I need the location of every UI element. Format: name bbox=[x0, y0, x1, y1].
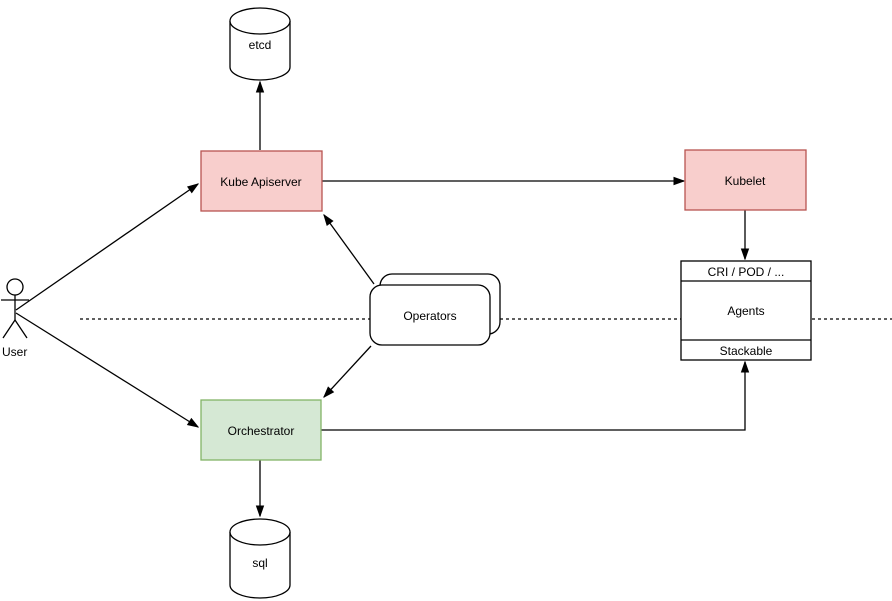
agents-header-label: CRI / POD / ... bbox=[708, 265, 785, 279]
agents-box bbox=[680, 260, 812, 361]
node-kube-apiserver[interactable]: Kube Apiserver bbox=[200, 150, 323, 212]
edge-user-to-kube-apiserver bbox=[15, 184, 198, 311]
sql-label: sql bbox=[252, 556, 267, 570]
edge-operators-to-kube-apiserver bbox=[324, 215, 375, 285]
edge-orchestrator-to-stackable bbox=[321, 362, 745, 431]
sql-cylinder-body bbox=[229, 532, 291, 599]
edge-user-to-orchestrator bbox=[15, 312, 198, 427]
node-sql[interactable]: sql bbox=[229, 518, 291, 599]
agents-label: Agents bbox=[727, 304, 764, 318]
orchestrator-box bbox=[200, 399, 322, 461]
operators-label: Operators bbox=[403, 309, 456, 323]
etcd-label: etcd bbox=[249, 38, 272, 52]
etcd-cylinder-body bbox=[229, 21, 291, 81]
node-agents[interactable]: CRI / POD / ... Agents Stackable bbox=[680, 260, 812, 361]
user-label: User bbox=[2, 345, 27, 359]
etcd-cylinder-top bbox=[229, 7, 291, 35]
operators-front-card bbox=[369, 284, 491, 346]
kubelet-box bbox=[684, 149, 807, 211]
node-etcd[interactable]: etcd bbox=[229, 7, 291, 81]
edges-layer bbox=[15, 82, 745, 516]
node-operators[interactable]: Operators bbox=[369, 273, 501, 346]
node-user[interactable]: User bbox=[1, 278, 29, 359]
agents-footer-label: Stackable bbox=[720, 344, 773, 358]
user-actor-legs bbox=[2, 319, 28, 339]
node-orchestrator[interactable]: Orchestrator bbox=[200, 399, 322, 461]
sql-cylinder-top bbox=[229, 518, 291, 546]
node-kubelet[interactable]: Kubelet bbox=[684, 149, 807, 211]
kubelet-label: Kubelet bbox=[725, 174, 766, 188]
edge-operators-to-orchestrator bbox=[324, 345, 372, 397]
kube-apiserver-label: Kube Apiserver bbox=[220, 175, 301, 189]
user-actor-head bbox=[6, 278, 24, 296]
kube-apiserver-box bbox=[200, 150, 323, 212]
orchestrator-label: Orchestrator bbox=[228, 424, 295, 438]
